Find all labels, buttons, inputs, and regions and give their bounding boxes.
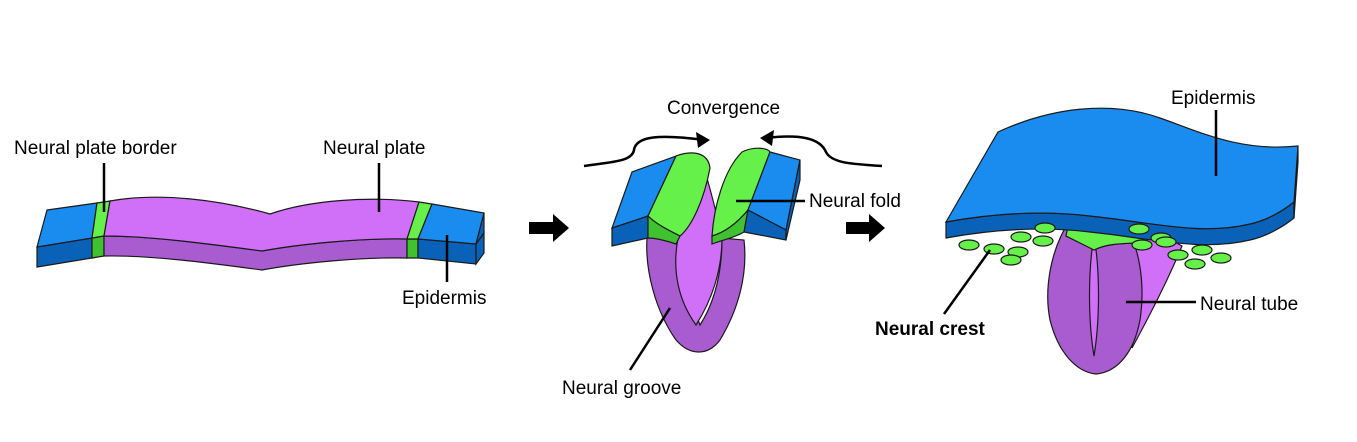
neural-crest-cells [958, 222, 1232, 270]
neural-plate-label: Neural plate [323, 138, 425, 159]
neural-crest-label: Neural crest [875, 319, 986, 340]
stage-3-neural-tube: Epidermis Neural crest Neural tube [875, 88, 1299, 375]
neural-crest-cell [1128, 223, 1150, 235]
stage2-left-fold-side [647, 214, 681, 245]
neural-crest-cell [1210, 252, 1232, 264]
neural-plate-border-label: Neural plate border [14, 138, 177, 159]
neural-crest-cell [1032, 235, 1054, 247]
neural-groove-label: Neural groove [562, 378, 681, 399]
progression-arrow-2 [846, 214, 885, 242]
neural-crest-cell [958, 239, 980, 251]
epidermis-stage1-label: Epidermis [402, 288, 486, 309]
neural-crest-cell [1000, 254, 1022, 266]
neural-tube-label: Neural tube [1200, 294, 1298, 315]
neural-fold-label: Neural fold [809, 191, 901, 212]
convergence-arrow-left [583, 135, 705, 168]
neural-crest-cell [1010, 231, 1032, 243]
stage3-central-canal [1088, 235, 1100, 357]
neural-crest-pointer [942, 249, 992, 315]
convergence-arrowhead-right [760, 130, 774, 146]
neural-crest-cell [1167, 249, 1189, 261]
neural-crest-cell [1155, 236, 1177, 248]
neural-crest-cell [1191, 244, 1213, 256]
epidermis-stage3-label: Epidermis [1171, 88, 1255, 109]
stage1-epidermis-right-end-top [475, 212, 485, 245]
convergence-arrowhead-left [696, 132, 710, 148]
stage1-border-left-side [91, 235, 105, 259]
stage-1-neural-plate: Neural plate border Neural plate Epiderm… [14, 138, 486, 309]
convergence-arrow-right [765, 135, 883, 168]
neural-crest-cell [1034, 222, 1056, 234]
convergence-label: Convergence [667, 98, 780, 119]
neural-crest-cell [1184, 258, 1206, 270]
stage1-border-right-side [406, 238, 419, 259]
neural-groove-pointer [628, 307, 672, 371]
neural-crest-cell [1131, 239, 1153, 251]
stage3-epidermis-top [944, 107, 1299, 230]
progression-arrow-1 [529, 214, 569, 242]
stage-2-neural-groove: Convergence Neural fold Neural groove [562, 98, 901, 399]
